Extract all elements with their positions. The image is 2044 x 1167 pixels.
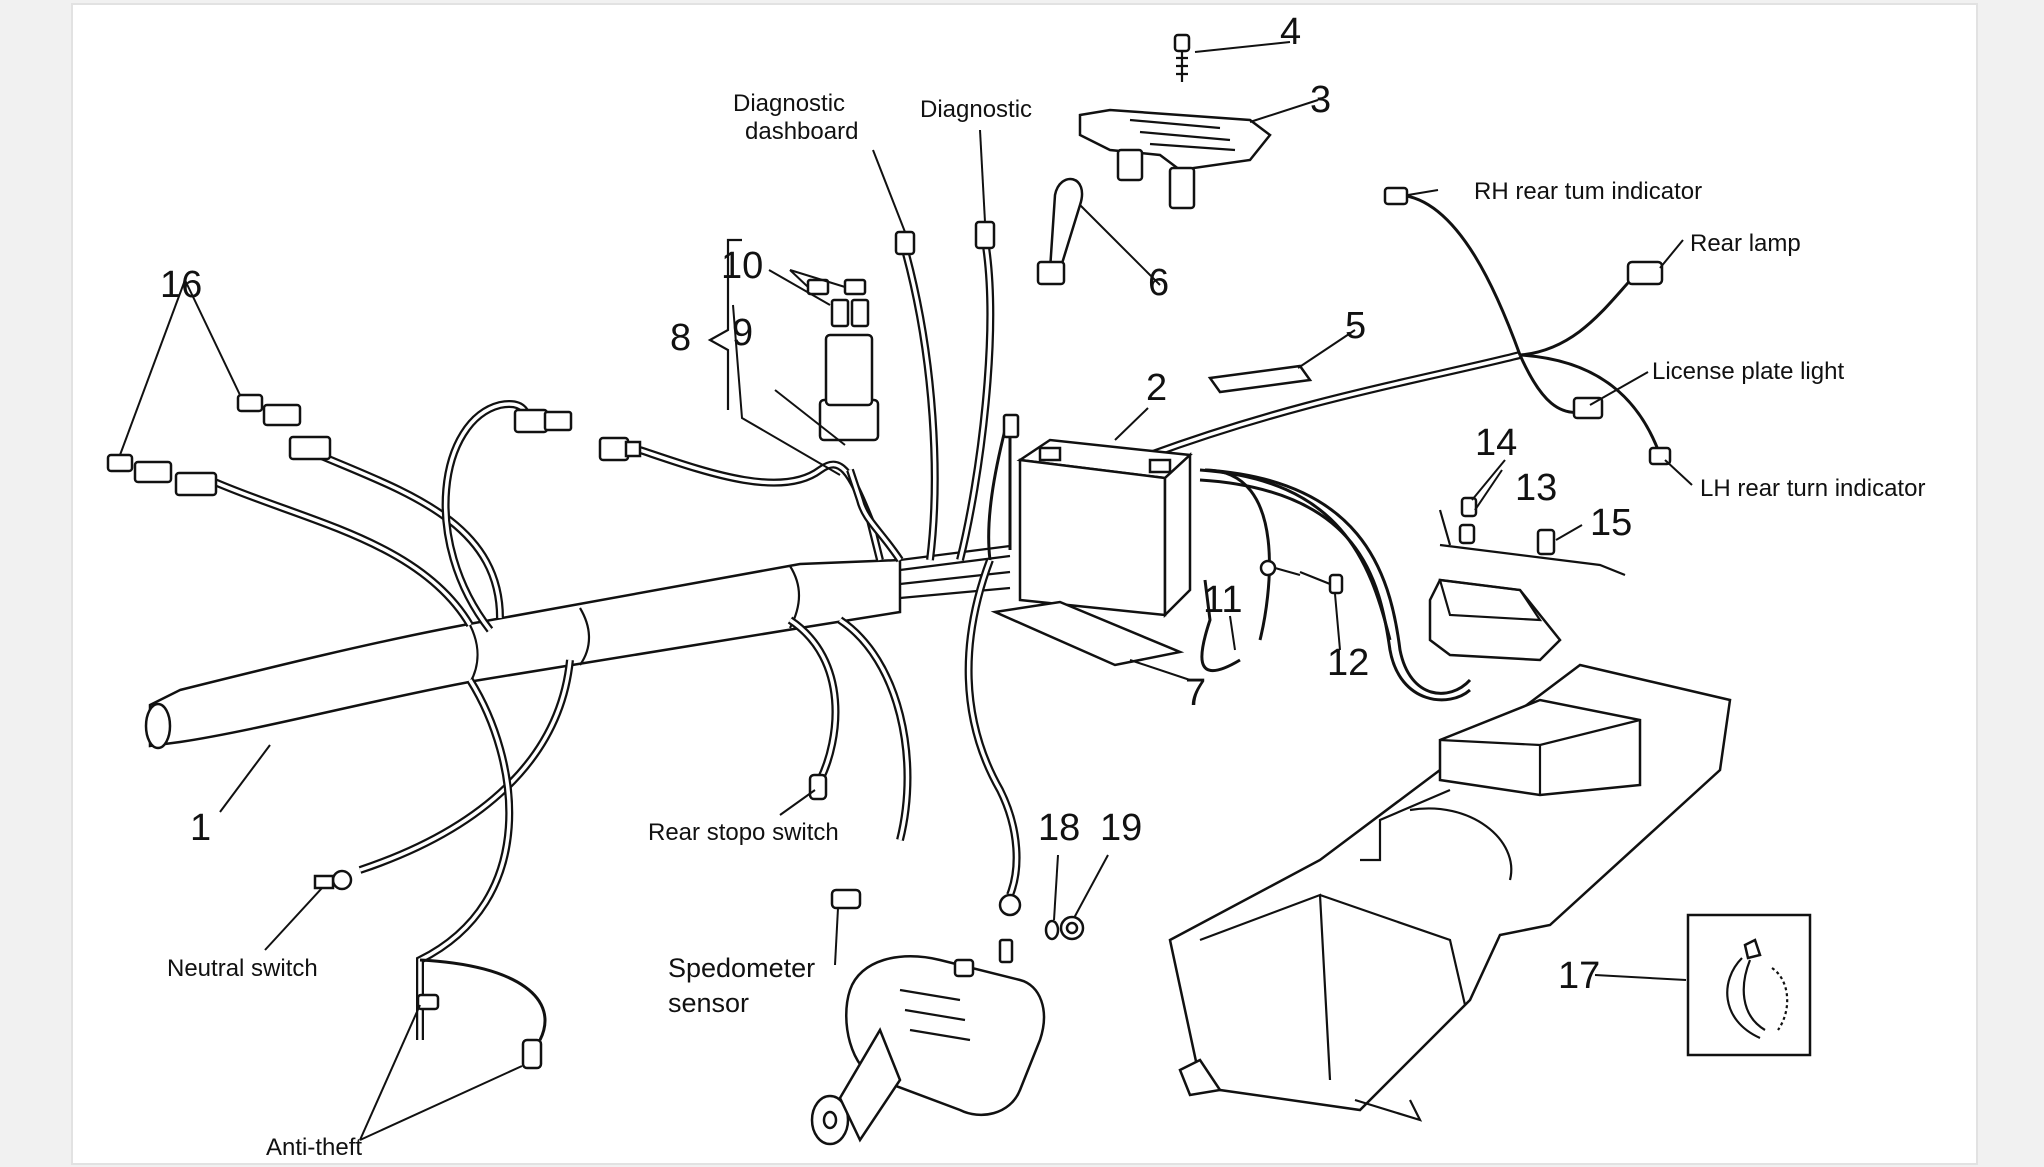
clamp-inset [1686,913,1812,1057]
part-numbers: 1 2 3 4 5 6 7 8 9 10 11 12 13 14 15 16 1… [160,11,1632,997]
starter-motor [810,893,1085,1146]
part-number-10: 10 [721,245,763,287]
label-rear-lamp: Rear lamp [1690,230,1801,257]
part-number-7: 7 [1185,672,1206,714]
battery [990,177,1313,667]
label-speedometer-sensor-2: sensor [668,988,749,1018]
part-number-12: 12 [1327,642,1369,684]
label-diagnostic: Diagnostic [920,96,1032,123]
part-number-13: 13 [1515,467,1557,509]
bracket-cover [1078,33,1272,210]
part-number-9: 9 [732,312,753,354]
part-number-1: 1 [190,807,211,849]
label-neutral-switch: Neutral switch [167,955,318,982]
part-number-4: 4 [1280,11,1301,53]
brace-8 [707,238,742,410]
part-number-5: 5 [1345,305,1366,347]
part-number-16: 16 [160,264,202,306]
part-number-11: 11 [1203,579,1242,621]
part-number-3: 3 [1310,79,1331,121]
part-number-19: 19 [1100,807,1142,849]
label-lh-rear-turn-indicator: LH rear turn indicator [1700,475,1925,502]
callout-labels: Diagnostic dashboard Diagnostic RH rear … [167,90,1925,1161]
label-rear-stop-switch: Rear stopo switch [648,819,839,846]
main-harness [144,544,1011,750]
leader-lines [119,41,1693,1141]
rear-tray [1168,663,1732,1122]
part-number-15: 15 [1590,502,1632,544]
part-number-8: 8 [670,317,691,359]
part-number-17: 17 [1558,955,1600,997]
part-number-18: 18 [1038,807,1080,849]
fuse-box [1259,496,1626,662]
label-rh-rear-turn-indicator: RH rear tum indicator [1474,178,1702,205]
label-diagnostic-dashboard-1: Diagnostic [733,90,845,117]
label-speedometer-sensor-1: Spedometer [668,953,815,983]
harness-wires [208,193,1662,1041]
part-number-6: 6 [1148,262,1169,304]
label-license-plate-light: License plate light [1652,358,1844,385]
part-number-2: 2 [1146,367,1167,409]
label-anti-theft: Anti-theft [266,1134,362,1161]
label-diagnostic-dashboard-2: dashboard [745,118,858,145]
part-number-14: 14 [1475,422,1517,464]
